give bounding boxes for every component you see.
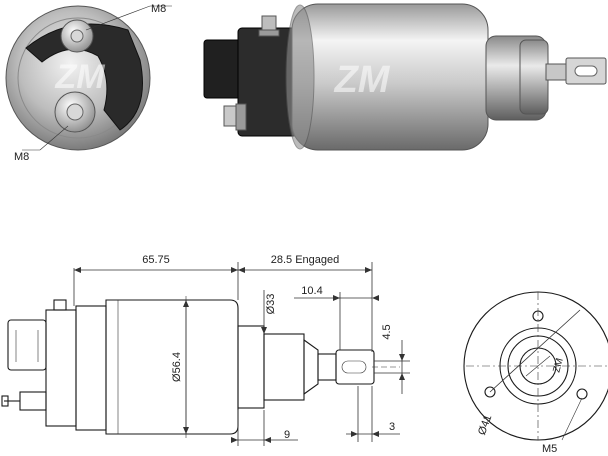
label-m8-bottom: M8 [14, 151, 29, 163]
dim-plunger-offset: 10.4 [301, 285, 322, 297]
dim-plunger-slot: 4.5 [381, 324, 393, 339]
label-thread: M5 [542, 443, 557, 455]
drawing-terminal-housing [45, 309, 77, 427]
label-m8-top: M8 [151, 3, 166, 15]
drawing-connector [7, 319, 47, 371]
bolt-hole-left [484, 386, 496, 398]
dim-body-diameter: Ø56.4 [171, 352, 183, 382]
drawing-plunger [317, 353, 337, 381]
end-drawing: ZM Ø41 M5 [463, 291, 608, 455]
plug-connector [203, 39, 243, 99]
end-view-watermark: ZM [54, 58, 105, 96]
leader-m8-bottom [39, 125, 69, 151]
terminal-bolt-top [60, 19, 94, 53]
side-view-watermark: ZM [334, 59, 391, 101]
side-view-photo: ZM [203, 3, 607, 151]
plunger [545, 63, 569, 81]
leader-m8-top [85, 5, 151, 31]
side-drawing: 65.75 28.5 Engaged 10.4 Ø56.4 Ø33 4.5 9 [1, 254, 410, 446]
dim-line-bolt-circle [489, 309, 581, 393]
bolt-hole-right [576, 388, 588, 400]
terminal-bolt-bottom [54, 91, 96, 133]
dim-plunger-thickness: 3 [389, 421, 395, 433]
solenoid-body [291, 3, 489, 151]
leader-m5 [561, 397, 583, 441]
dim-overall-length: 65.75 [142, 254, 170, 266]
dim-bolt-circle: Ø41 [476, 413, 494, 437]
end-marking: ZM [551, 357, 565, 374]
dim-engaged: 28.5 Engaged [271, 254, 340, 266]
dim-nose-length: 9 [284, 429, 290, 441]
stud-bottom [223, 105, 237, 127]
drawing-terminal-stud [19, 391, 47, 411]
drawing-nose [237, 325, 265, 409]
end-view-photo: ZM M8 M8 [5, 3, 172, 163]
dim-nose-diameter: Ø33 [265, 294, 277, 315]
